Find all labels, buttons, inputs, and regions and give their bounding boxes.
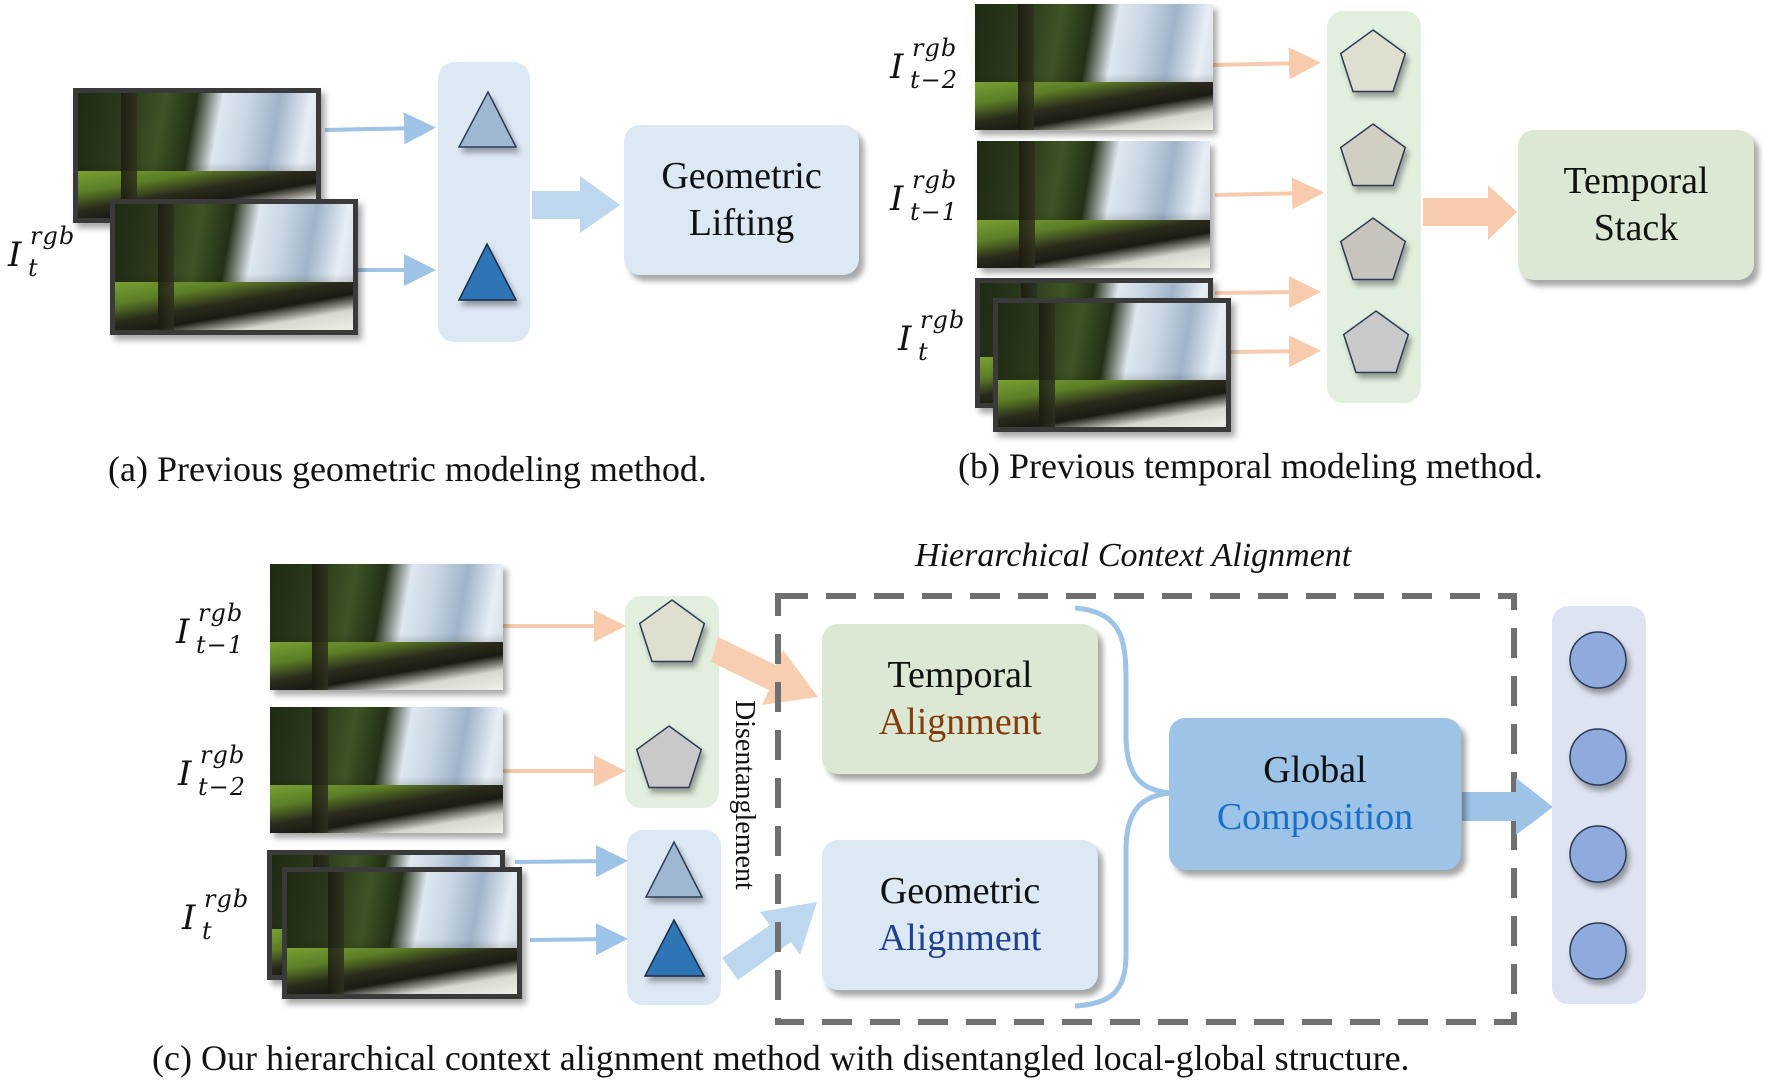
arrow-c-4: [529, 923, 628, 956]
disentanglement-label: Disentanglement: [729, 700, 760, 890]
frame-image-b-t-minus-1: [977, 141, 1210, 268]
frame-image-b-t-front: [993, 298, 1231, 432]
output-panel: [1552, 606, 1646, 1004]
bracket-top: [1074, 605, 1171, 796]
arrow-a-top: [324, 112, 436, 145]
geometric-lifting-box: Geometric Lifting: [624, 125, 859, 275]
frame-image-a-front: [110, 199, 358, 335]
caption-a: (a) Previous geometric modeling method.: [108, 449, 707, 489]
triangle-icon-light-c: [644, 840, 704, 898]
feature-panel-b: [1327, 11, 1421, 403]
caption-c: (c) Our hierarchical context alignment m…: [152, 1038, 1410, 1078]
arrow-c-3: [514, 845, 628, 878]
frame-image-a-back: [73, 88, 321, 223]
arrow-b-1: [1211, 47, 1321, 80]
output-feature-circle-1: [1569, 631, 1627, 689]
caption-b: (b) Previous temporal modeling method.: [958, 446, 1543, 486]
panel-c-pentagon-icon-2: [635, 725, 703, 789]
thick-arrow-b: [1423, 185, 1517, 240]
triangle-icon-light: [457, 90, 518, 148]
thick-arrow-temporal: [711, 637, 818, 705]
panel-b-pentagon-icon-3: [1339, 217, 1407, 281]
output-feature-circle-4: [1569, 922, 1627, 980]
frame-image-c-t-minus-1: [270, 564, 503, 690]
thick-arrow-a: [532, 176, 620, 233]
geometric-alignment-box: Geometric Alignment: [822, 840, 1098, 990]
bracket-bottom: [1074, 790, 1171, 1009]
triangle-icon-dark: [457, 242, 518, 301]
hca-module-title: Hierarchical Context Alignment: [915, 537, 1352, 574]
thick-arrow-geometric: [722, 902, 817, 980]
temporal-alignment-box: Temporal Alignment: [822, 624, 1098, 774]
output-feature-circle-2: [1569, 728, 1627, 786]
thick-arrow-output: [1462, 778, 1553, 835]
panel-b-pentagon-icon-1: [1339, 29, 1407, 93]
geometric-feature-panel-c: [627, 830, 721, 1005]
arrow-b-2: [1214, 177, 1324, 210]
triangle-icon-dark-c: [643, 918, 706, 977]
panel-b-pentagon-icon-4: [1342, 310, 1410, 374]
frame-image-b-t-minus-2: [975, 4, 1213, 130]
frame-image-c-t-minus-2: [270, 707, 503, 833]
arrow-b-4: [1229, 335, 1321, 368]
panel-b-pentagon-icon-2: [1339, 123, 1407, 187]
panel-c-pentagon-icon-1: [638, 599, 706, 663]
arrow-b-3: [1214, 276, 1321, 309]
frame-image-c-t-front: [282, 867, 522, 999]
temporal-stack-box: Temporal Stack: [1518, 130, 1754, 280]
global-composition-box: Global Composition: [1169, 718, 1461, 870]
output-feature-circle-3: [1569, 825, 1627, 883]
